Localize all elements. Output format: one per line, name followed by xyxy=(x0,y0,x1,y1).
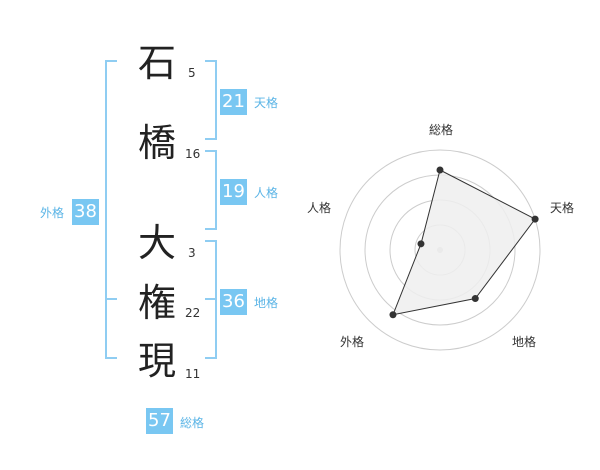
radar-point-gaikaku xyxy=(389,311,397,319)
axis-label-chikaku: 地格 xyxy=(512,334,536,349)
name-char-2: 橋 xyxy=(137,121,176,165)
stroke-count-3: 3 xyxy=(188,246,196,260)
radar-polygon xyxy=(392,169,536,316)
stroke-count-1: 5 xyxy=(188,66,196,80)
gaikaku-label: 外格 xyxy=(40,206,65,220)
jinkaku-value-badge: 19 xyxy=(220,179,247,205)
stroke-count-2: 16 xyxy=(185,147,201,161)
chikaku-value-badge: 36 xyxy=(220,289,247,315)
tenkaku-label: 天格 xyxy=(254,96,279,110)
stroke-count-5: 11 xyxy=(185,367,201,381)
name-char-1: 石 xyxy=(137,41,176,85)
radar-point-tenkaku xyxy=(531,215,539,223)
name-char-4: 権 xyxy=(137,281,176,325)
radar-point-chikaku xyxy=(471,295,479,303)
jinkaku-label: 人格 xyxy=(254,186,279,200)
tenkaku-value-badge: 21 xyxy=(220,89,247,115)
chikaku-label: 地格 xyxy=(254,296,279,310)
radar-points xyxy=(389,166,539,319)
axis-label-soukaku: 総格 xyxy=(429,122,453,137)
axis-label-gaikaku: 外格 xyxy=(340,334,364,349)
stroke-count-4: 22 xyxy=(185,306,201,320)
name-char-3: 大 xyxy=(137,221,176,265)
radar-axis-labels: 総格 天格 地格 外格 人格 xyxy=(307,122,574,349)
chikaku-bracket-divider xyxy=(205,298,217,300)
jinkaku-bracket xyxy=(205,150,217,230)
axis-label-jinkaku: 人格 xyxy=(307,200,331,215)
fortune-radar-chart: 総格 天格 地格 外格 人格 xyxy=(307,122,574,351)
soukaku-value-badge: 57 xyxy=(146,408,173,434)
soukaku-label: 総格 xyxy=(180,416,205,430)
axis-label-tenkaku: 天格 xyxy=(550,200,574,215)
radar-point-soukaku xyxy=(436,166,444,174)
name-char-5: 現 xyxy=(137,339,176,383)
tenkaku-bracket xyxy=(205,60,217,140)
radar-ring-4 xyxy=(339,149,541,351)
radar-point-jinkaku xyxy=(417,240,425,248)
gaikaku-bracket-divider xyxy=(105,298,117,300)
gaikaku-bracket xyxy=(105,60,117,359)
gaikaku-value-badge: 38 xyxy=(72,199,99,225)
